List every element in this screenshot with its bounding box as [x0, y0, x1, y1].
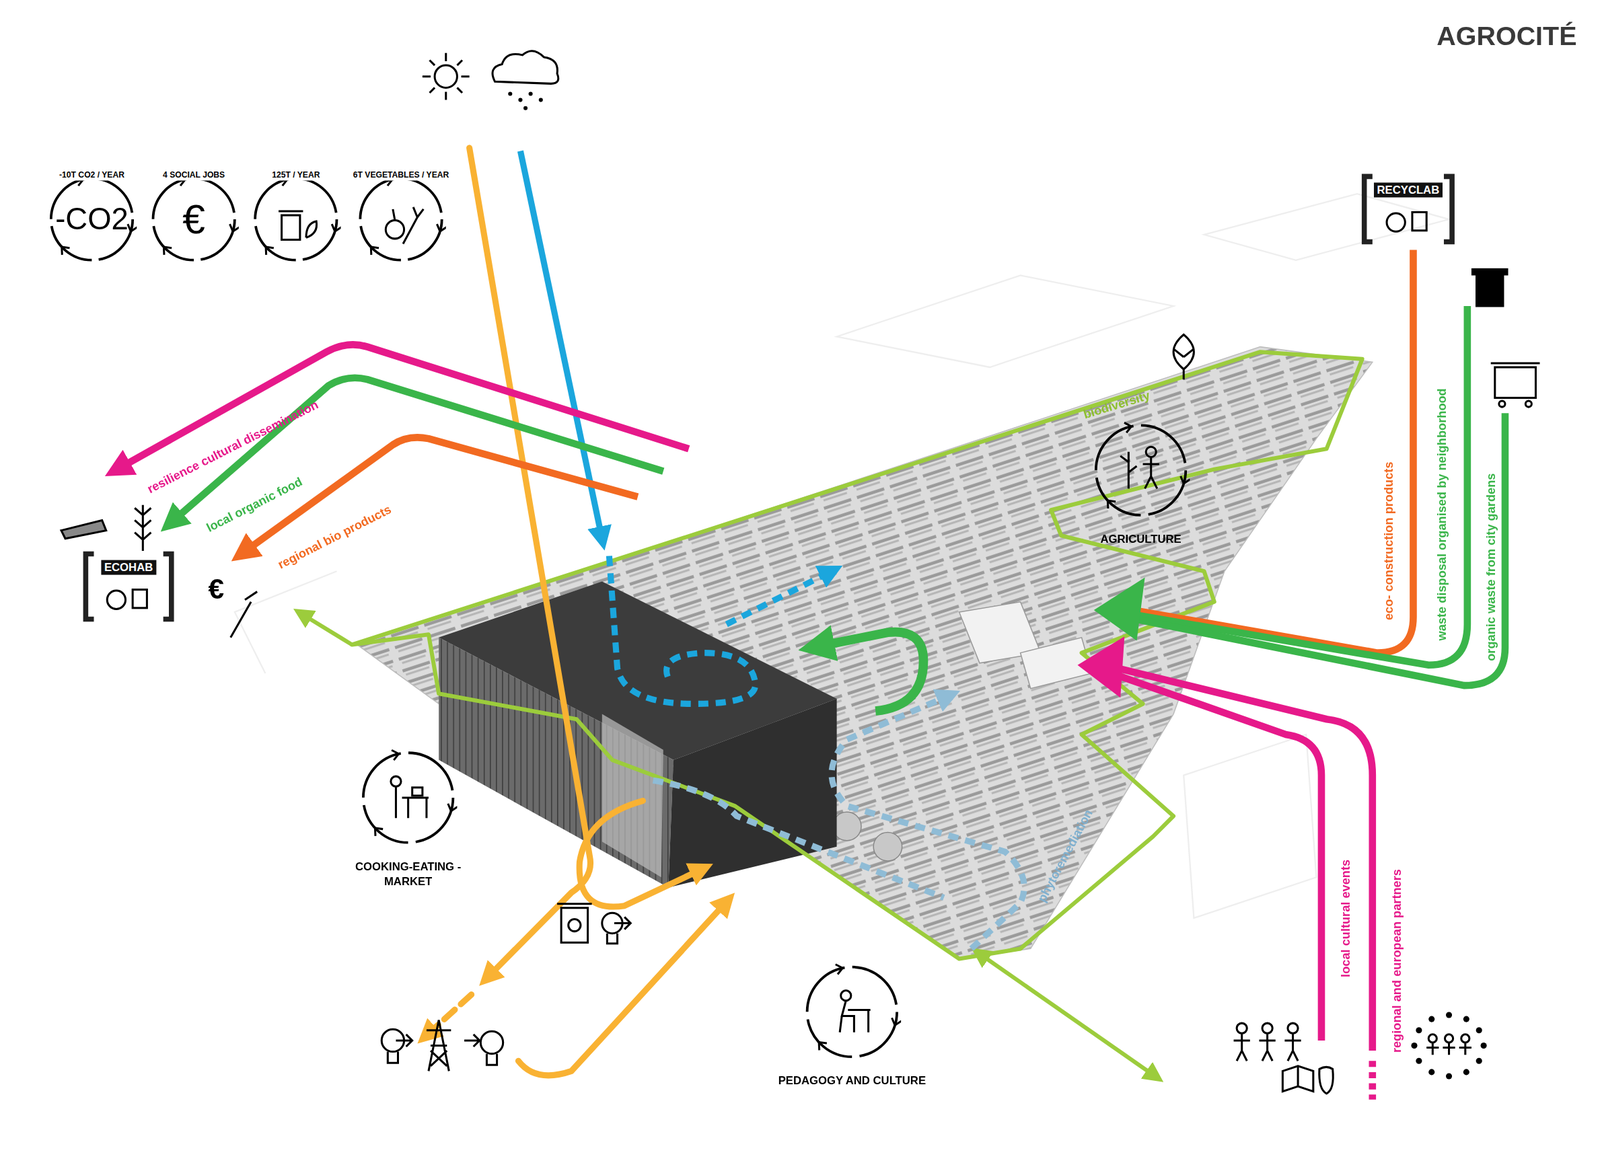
activity-ring — [359, 748, 458, 848]
ring-outline — [355, 174, 446, 264]
activity-caption: PEDAGOGY AND CULTURE — [760, 1073, 944, 1089]
ring-caption: 4 SOCIAL JOBS — [160, 170, 227, 181]
ring-outline — [250, 174, 341, 264]
flow-label: regional and european partners — [1390, 869, 1405, 1053]
currency-symbol: € — [207, 573, 225, 607]
flow-label: local cultural events — [1338, 859, 1354, 978]
bracket-tag: RECYCLAB — [1373, 182, 1443, 197]
ring-caption: 6T VEGETABLES / YEAR — [351, 170, 452, 181]
diagram-title: AGROCITÉ — [1436, 20, 1577, 51]
flow-label: eco- construction products — [1381, 461, 1396, 621]
flow-label: waste disposal organised by neighborhood — [1434, 388, 1449, 641]
ring-symbol: -CO2 — [55, 201, 129, 239]
indicator-ring: 6T VEGETABLES / YEAR — [355, 174, 446, 264]
activity-ring — [1092, 421, 1191, 520]
indicator-ring: 125T / YEAR — [250, 174, 341, 264]
indicator-ring: -10T CO2 / YEAR-CO2 — [47, 174, 137, 264]
ring-caption: -10T CO2 / YEAR — [57, 170, 127, 181]
activity-circle: AGRICULTURE — [1079, 421, 1203, 552]
bracket-box: ECOHAB — [81, 551, 176, 623]
activity-caption: AGRICULTURE — [1079, 531, 1203, 548]
bracket-box: RECYCLAB — [1360, 173, 1457, 245]
activity-ring — [803, 963, 902, 1062]
flow-label: organic waste from city gardens — [1483, 473, 1498, 662]
activity-circle: PEDAGOGY AND CULTURE — [760, 963, 944, 1094]
activity-caption: COOKING-EATING -MARKET — [347, 859, 470, 890]
activity-circle: COOKING-EATING -MARKET — [347, 748, 470, 894]
ring-symbol: € — [182, 201, 206, 239]
bracket-tag: ECOHAB — [100, 560, 156, 575]
indicator-ring: 4 SOCIAL JOBS€ — [148, 174, 239, 264]
ring-caption: 125T / YEAR — [269, 170, 322, 181]
